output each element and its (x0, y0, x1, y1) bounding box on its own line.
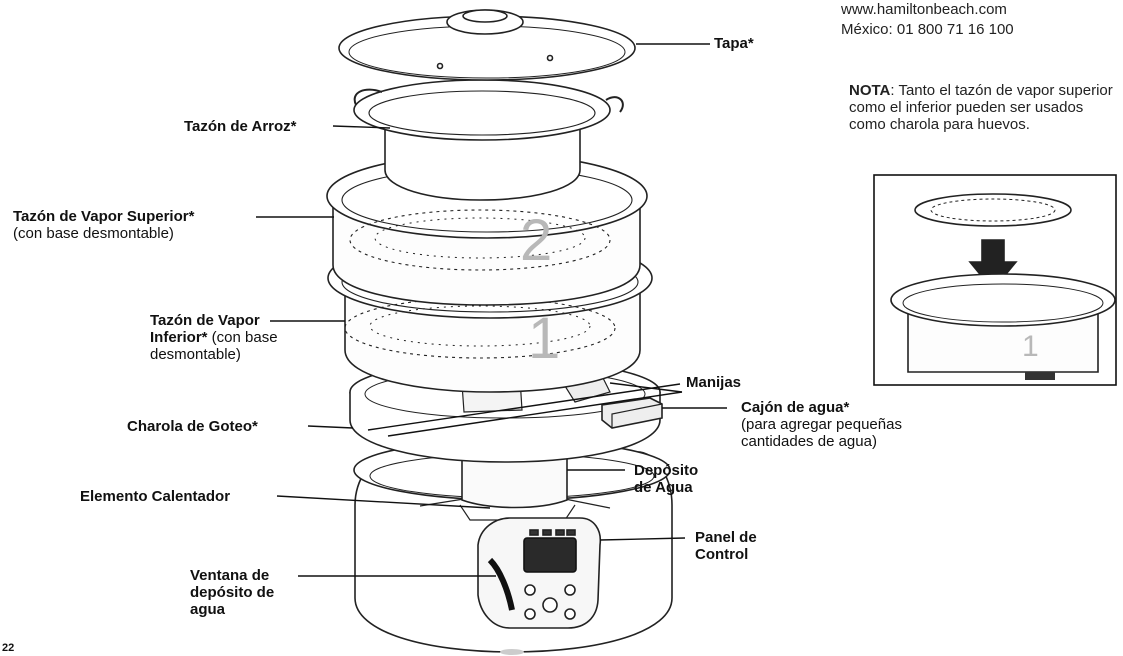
label-vapor-superior: Tazón de Vapor Superior* (con base desmo… (13, 208, 195, 242)
label-manijas: Manijas (686, 374, 742, 391)
website-text: www.hamiltonbeach.com (841, 1, 1007, 18)
upper-tier-number: 2 (520, 208, 552, 273)
note-text: : Tanto el tazón de vapor superior como … (849, 82, 1113, 133)
inset-tier-number: 1 (1022, 330, 1039, 363)
egg-tray-inset (873, 174, 1117, 386)
label-elemento-calentador: Elemento Calentador (80, 488, 231, 505)
contact-info: www.hamiltonbeach.com México: 01 800 71 … (841, 0, 1014, 40)
label-charola-goteo: Charola de Goteo* (127, 418, 258, 435)
label-ventana-deposito: Ventana de depósito de agua (190, 567, 275, 618)
note-label: NOTA (849, 82, 891, 99)
label-cajon-agua: Cajón de agua* (para agregar pequeñas ca… (741, 399, 902, 450)
note: NOTA: Tanto el tazón de vapor superior c… (849, 82, 1119, 133)
label-deposito-agua: Depósito de Agua (634, 462, 699, 496)
label-tapa: Tapa* (714, 35, 754, 52)
leader-lines (256, 43, 727, 577)
label-tazon-arroz: Tazón de Arroz* (184, 118, 297, 135)
label-panel-control: Panel de Control (695, 529, 757, 563)
page-number: 22 (2, 642, 15, 654)
phone-text: México: 01 800 71 16 100 (841, 21, 1014, 38)
lower-tier-number: 1 (528, 306, 560, 371)
label-vapor-inferior: Tazón de Vapor Inferior* (con base desmo… (150, 312, 278, 363)
rice-bowl (353, 79, 624, 201)
lid (338, 9, 636, 81)
